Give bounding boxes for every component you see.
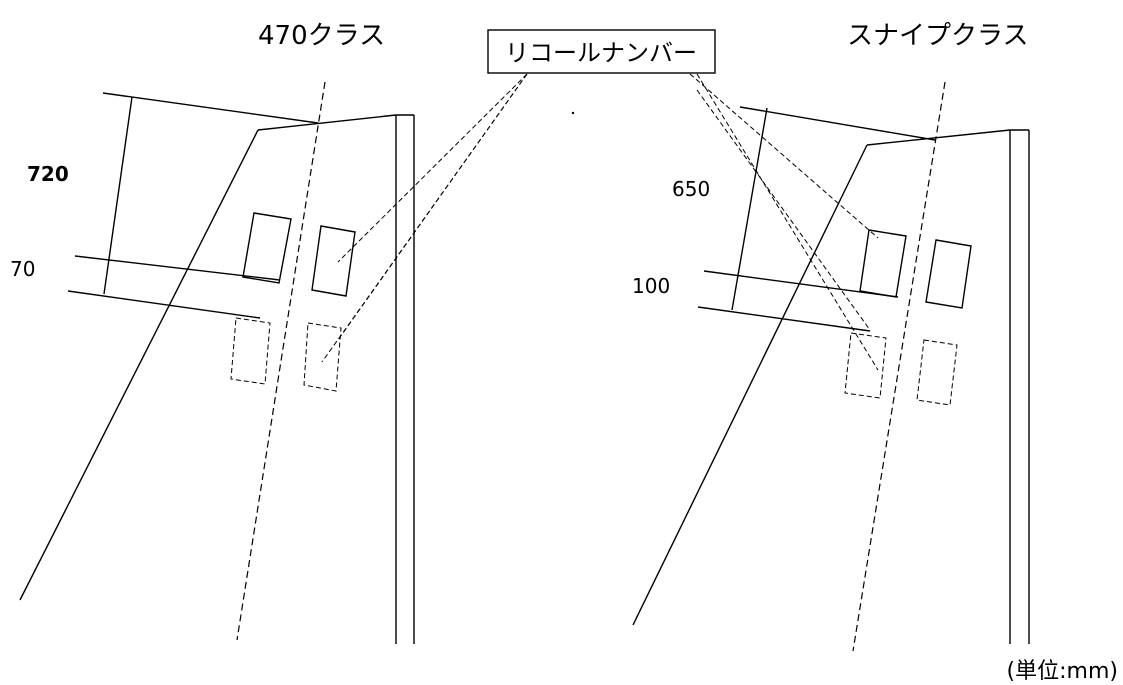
line-snipe-upper [703,270,899,298]
number-box-snipe-1 [859,229,907,298]
sail-470-leech-upper [103,96,133,295]
number-box-470-4 [303,322,342,392]
sail-470-luff [19,129,259,601]
leader-snipe-1 [689,73,879,239]
leader-snipe-3 [696,89,871,331]
title-snipe-class: スナイプクラス [847,21,1028,51]
number-box-snipe-3 [844,332,887,399]
sail-470-head [102,92,319,124]
stray-dot [571,111,575,115]
dimension-70: 70 [10,257,35,281]
dimension-720: 720 [27,162,69,186]
centerline-snipe [852,81,946,652]
line-470-upper [74,255,281,281]
sail-snipe-head [739,106,936,141]
dimension-650: 650 [672,177,710,201]
unit-note: (単位:mm) [1007,659,1118,684]
title-470-class: 470クラス [258,21,385,51]
number-box-470-3 [230,317,271,385]
diagram-470-class: 470クラス 720 70 [10,21,415,644]
recall-number-box [487,29,716,74]
centerline-470 [236,81,326,641]
sail-snipe-luff [632,144,868,626]
line-snipe-lower [697,306,871,332]
leader-470-3 [337,73,528,341]
number-box-snipe-4 [916,339,958,406]
dimension-100: 100 [632,274,670,298]
number-box-470-1 [242,212,292,284]
line-470-lower [67,290,261,319]
sail-snipe-leech-upper [731,107,768,311]
leader-470-1 [337,73,528,263]
sail-snipe-top [866,129,1011,146]
recall-number-text: リコールナンバー [505,39,697,67]
diagram-snipe-class: スナイプクラス 650 100 [632,21,1030,652]
leader-snipe-2 [696,73,879,371]
number-box-snipe-2 [925,239,972,309]
sail-470-top [257,114,397,131]
number-box-470-2 [311,225,356,297]
recall-number-label: リコールナンバー [321,29,879,371]
